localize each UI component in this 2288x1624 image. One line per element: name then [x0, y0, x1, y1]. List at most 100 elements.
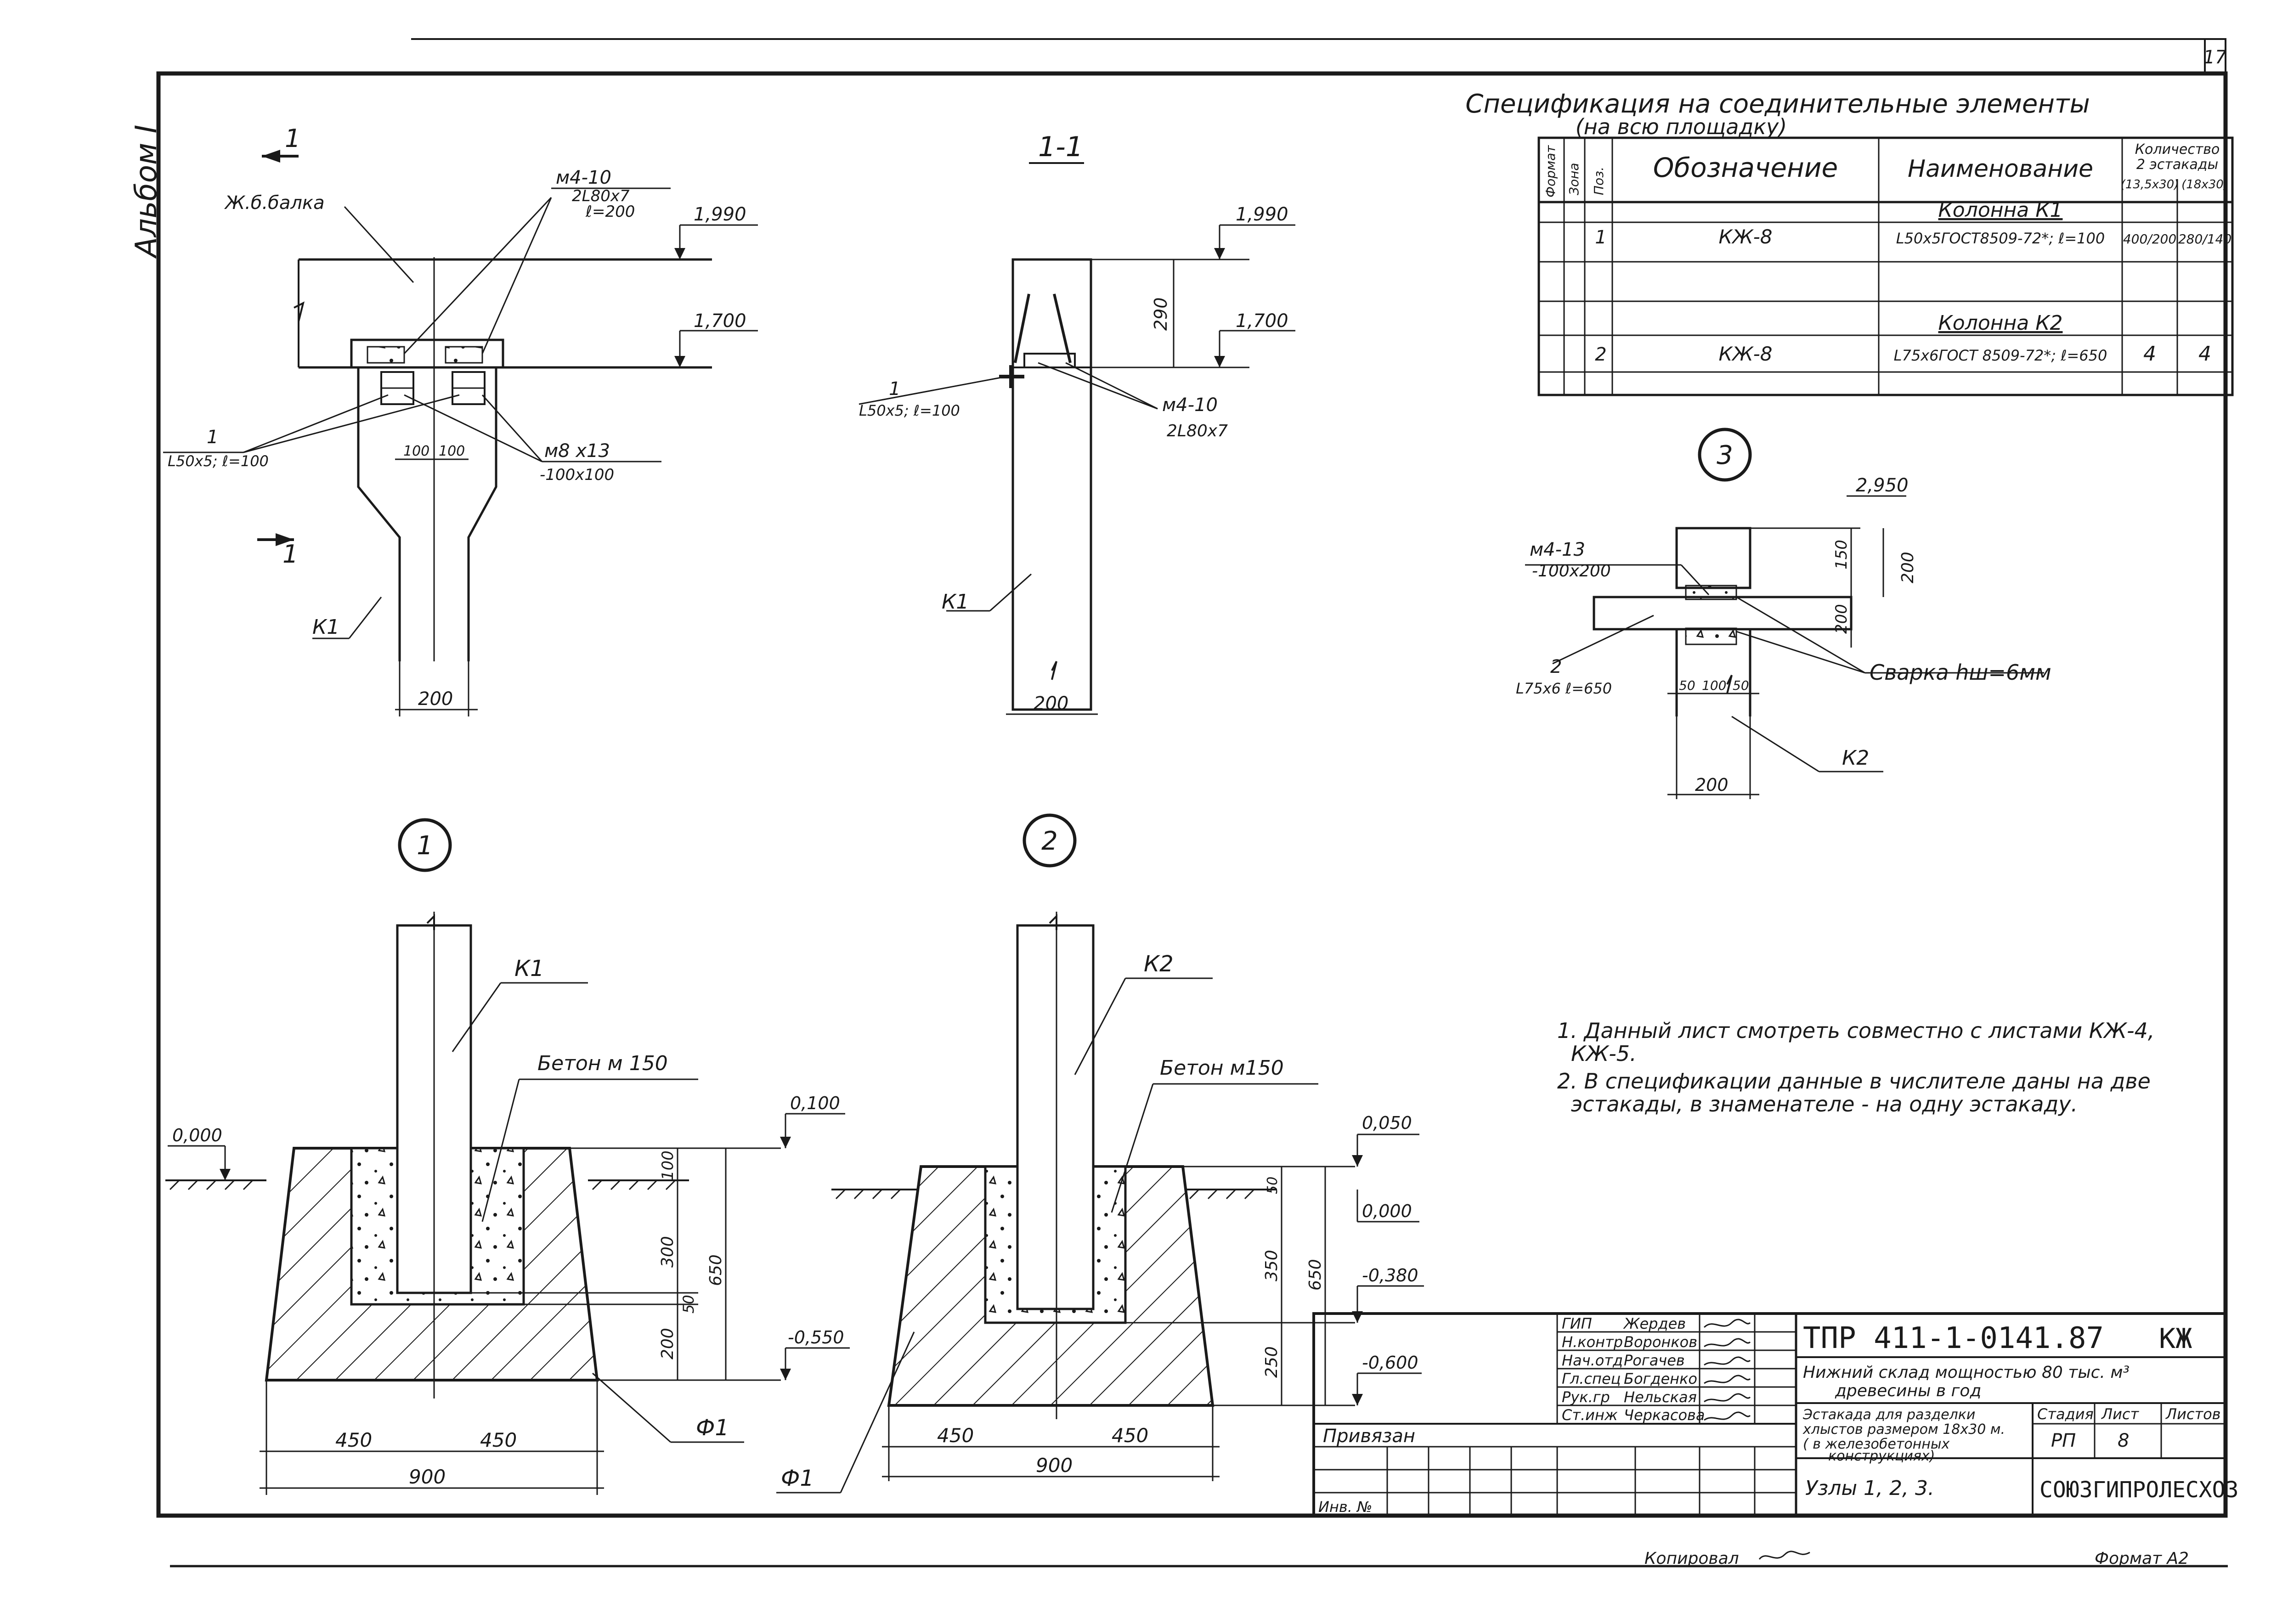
spec-row-qty2: 4 — [2198, 342, 2211, 366]
plan-elev-1990: 1,990 — [694, 204, 746, 225]
spec-header-name: Наименование — [1908, 155, 2093, 183]
title-sheet-label: Лист — [2101, 1405, 2139, 1423]
node2-dim-350: 350 — [1262, 1250, 1281, 1281]
node1-dim-900: 900 — [409, 1466, 446, 1488]
node1-dim-650: 650 — [706, 1254, 725, 1286]
plan-dim-100a: 100 — [403, 443, 429, 459]
section-label-l50: L50х5; ℓ=100 — [859, 402, 960, 419]
copied-label: Копировал — [1644, 1549, 1739, 1568]
title-object-line3: ( в железобетонных — [1803, 1436, 1950, 1452]
section-dim-200: 200 — [1034, 693, 1068, 714]
node1-dim-450b: 450 — [480, 1429, 517, 1451]
title-code: ТПР 411-1-0141.87 — [1803, 1321, 2104, 1355]
spec-row: Колонна К2 — [1938, 311, 2063, 335]
title-project-line1: Нижний склад мощностью 80 тыс. м³ — [1803, 1363, 2130, 1382]
staff-row: Гл.спец Богденко — [1562, 1370, 1697, 1387]
node3-label-k2: К2 — [1842, 746, 1869, 770]
spec-row-name: L75х6ГОСТ 8509-72*; ℓ=650 — [1894, 347, 2107, 364]
staff-row: Нач.отд Рогачев — [1562, 1352, 1685, 1369]
node2-dim-900: 900 — [1036, 1454, 1073, 1477]
album-label: Альбом I — [130, 124, 164, 259]
spec-row-name: L50х5ГОСТ8509-72*; ℓ=100 — [1896, 230, 2105, 247]
notes: 1. Данный лист смотреть совместно с лист… — [1557, 1018, 2154, 1116]
plan-view: 1 1 Ж.б.балка м4-10 2L8 — [163, 124, 758, 716]
node1-label-concrete: Бетон м 150 — [537, 1052, 668, 1075]
section-label-m410: м4-10 — [1162, 395, 1218, 416]
section-elev-1700: 1,700 — [1236, 310, 1288, 332]
spec-row-name: Колонна К1 — [1938, 198, 2063, 222]
node1-label-k1: К1 — [514, 956, 544, 981]
spec-row: 1 КЖ-8 L50х5ГОСТ8509-72*; ℓ=100 400/200 … — [1595, 226, 2232, 248]
node3-dim-50b: 50 — [1733, 678, 1749, 693]
node1-dim-450a: 450 — [335, 1429, 372, 1451]
node2-dim-250: 250 — [1262, 1346, 1281, 1378]
note-line: 2. В спецификации данные в числителе дан… — [1557, 1069, 2151, 1094]
plan-label-l50: L50х5; ℓ=100 — [168, 452, 269, 470]
spec-header-format: Формат — [1543, 145, 1558, 197]
node1-elev-0000: 0,000 — [172, 1125, 222, 1145]
section-elev-1990: 1,990 — [1236, 204, 1288, 225]
node3-label-l75: L75х6 ℓ=650 — [1516, 680, 1612, 697]
node1-elev-0100: 0,100 — [790, 1093, 840, 1113]
node2-elev-m0600: -0,600 — [1362, 1353, 1418, 1373]
node3-label-pos2: 2 — [1550, 656, 1562, 677]
node3-dim-200v: 200 — [1898, 552, 1917, 583]
section-label-k1: К1 — [942, 590, 969, 614]
plan-label-m410: м4-10 — [556, 167, 611, 188]
spec-row-qty1: 400/200 — [2123, 231, 2176, 247]
note-line: эстакады, в знаменателе - на одну эстака… — [1571, 1092, 2078, 1116]
node1-elev-m0550: -0,550 — [788, 1327, 844, 1348]
staff-role: Нач.отд — [1562, 1352, 1623, 1369]
staff-name: Рогачев — [1624, 1352, 1685, 1369]
staff-row: Ст.инж Черкасова — [1562, 1406, 1705, 1424]
node1-label-f1: Ф1 — [696, 1415, 729, 1441]
spec-row-qty1: 4 — [2143, 342, 2156, 366]
staff-role: Ст.инж — [1562, 1406, 1618, 1424]
staff-name: Богденко — [1624, 1370, 1697, 1387]
note-line: 1. Данный лист смотреть совместно с лист… — [1557, 1018, 2154, 1043]
staff-name: Воронков — [1624, 1333, 1697, 1351]
spec-header-qty-sub: 2 эстакады — [2136, 157, 2218, 173]
node2-label-concrete: Бетон м150 — [1160, 1056, 1284, 1080]
node2-elev-0000: 0,000 — [1362, 1201, 1412, 1221]
spec-header-zone: Зона — [1566, 163, 1582, 195]
plan-dim-200: 200 — [418, 688, 453, 710]
staff-role: Гл.спец — [1562, 1370, 1621, 1387]
title-stage: РП — [2051, 1430, 2076, 1451]
spec-row: Колонна К1 — [1938, 198, 2063, 222]
node3-dim-150: 150 — [1832, 540, 1851, 570]
node2-dim-450b: 450 — [1112, 1424, 1148, 1447]
staff-row: Н.контр Воронков — [1562, 1333, 1697, 1351]
node2-label-f1: Ф1 — [781, 1466, 814, 1491]
plan-label-m813: м8 х13 — [544, 440, 610, 462]
title-section: КЖ — [2159, 1323, 2192, 1355]
plan-label-l200: ℓ=200 — [585, 203, 635, 221]
spec-row-designation: КЖ-8 — [1719, 226, 1773, 248]
node2-elev-0050: 0,050 — [1362, 1113, 1412, 1133]
section-title: 1-1 — [1038, 131, 1083, 163]
title-sheets-label: Листов — [2165, 1405, 2221, 1423]
node-1: 1 К1 Бетон м 150 0,000 0,100 — [165, 818, 850, 1495]
staff-row: ГИП Жердев — [1562, 1315, 1686, 1332]
node-2: 2 К2 Бетон м150 0,050 0,000 -0 — [776, 813, 1424, 1494]
format-label: Формат А2 — [2095, 1549, 2189, 1568]
node-3: 3 2,950 150 200 200 м4-13 -100х200 2 L75… — [1516, 428, 2051, 799]
title-object-line4: конструкциях) — [1828, 1448, 1935, 1464]
node3-dim-100: 100 — [1702, 678, 1726, 693]
plan-label-plate: -100х100 — [540, 466, 614, 484]
spec-header-qty2: (18х30) — [2181, 178, 2228, 192]
title-sheet: 8 — [2118, 1430, 2129, 1451]
node3-dim-200v2: 200 — [1832, 604, 1851, 634]
node2-dim-650: 650 — [1306, 1259, 1325, 1291]
node3-elev-2950: 2,950 — [1856, 475, 1909, 496]
plan-dim-100b: 100 — [439, 443, 465, 459]
node1-dim-200: 200 — [658, 1328, 677, 1359]
spec-header-pos: Поз. — [1591, 167, 1606, 195]
spec-header-qty: Количество — [2135, 141, 2220, 158]
staff-role: Рук.гр — [1562, 1388, 1610, 1406]
plan-elev-1700: 1,700 — [694, 310, 746, 332]
node2-elev-m0380: -0,380 — [1362, 1265, 1418, 1286]
staff-role: Н.контр — [1562, 1333, 1623, 1351]
plan-label-k1: К1 — [312, 615, 339, 639]
